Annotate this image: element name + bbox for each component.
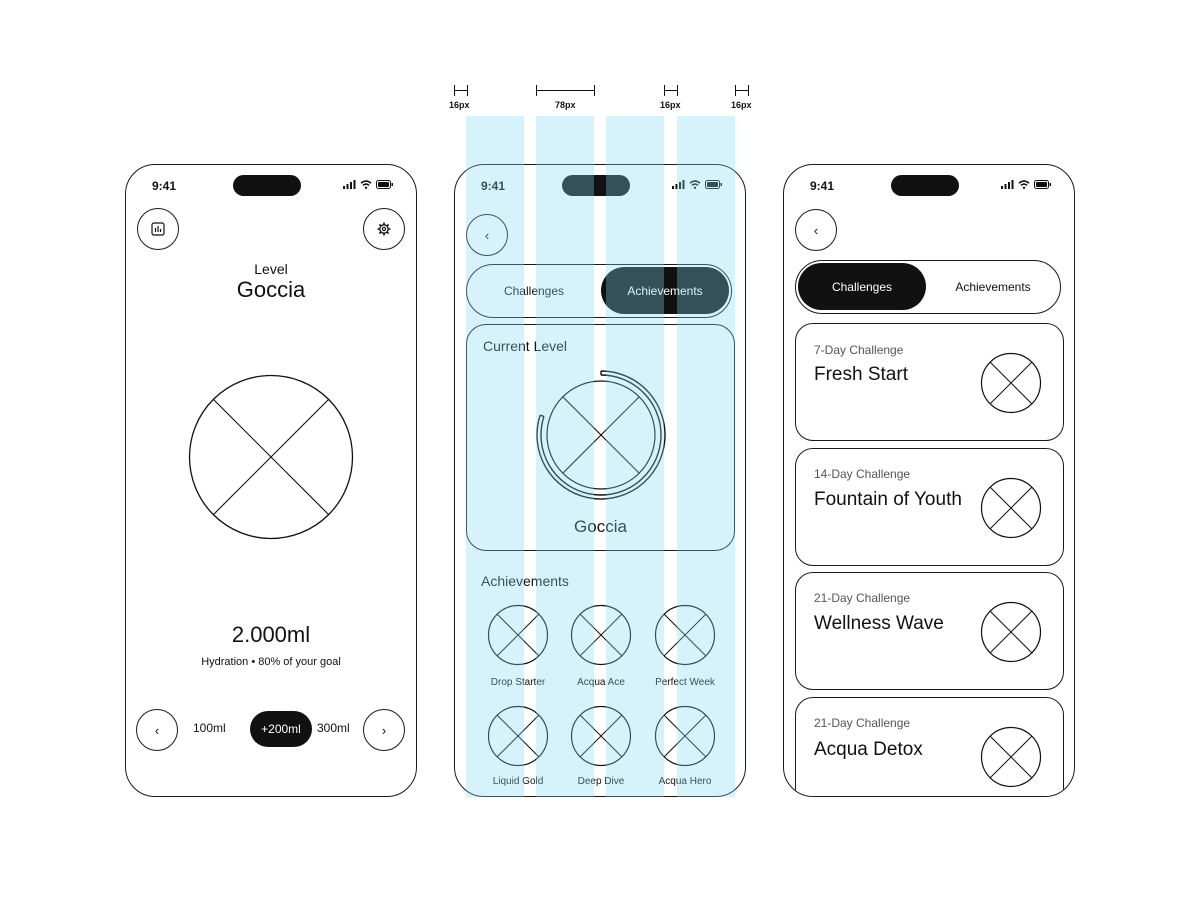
status-time: 9:41 xyxy=(152,179,177,193)
hydration-goal-text: Hydration • 80% of your goal xyxy=(201,656,341,668)
amount-selector: ‹ 100ml +200ml 300ml › xyxy=(136,709,406,751)
challenge-card[interactable]: 7-Day Challenge Fresh Start xyxy=(795,323,1064,441)
status-icons xyxy=(1001,180,1052,189)
measure-line xyxy=(664,90,677,91)
stats-button[interactable] xyxy=(137,208,179,250)
battery-icon xyxy=(1034,180,1051,189)
challenge-name: Acqua Detox xyxy=(814,739,923,760)
status-icons xyxy=(672,180,723,189)
achievements-title: Achievements xyxy=(481,573,569,589)
challenge-duration: 21-Day Challenge xyxy=(814,591,911,605)
measure-tick xyxy=(677,85,678,96)
wifi-icon xyxy=(689,180,701,189)
badge-liquid-gold-icon[interactable] xyxy=(487,705,549,767)
hydration-volume: 2.000ml xyxy=(231,622,311,647)
level-progress-ring xyxy=(536,370,666,500)
challenge-image-placeholder xyxy=(980,477,1042,539)
measure-line xyxy=(454,90,467,91)
badge-acqua-hero-icon[interactable] xyxy=(654,705,716,767)
status-time: 9:41 xyxy=(481,179,506,193)
gear-icon xyxy=(377,222,391,236)
level-image-placeholder xyxy=(188,374,354,540)
badge-label: Drop Starter xyxy=(490,677,546,688)
current-level-title: Current Level xyxy=(483,338,568,354)
dynamic-island xyxy=(233,175,301,196)
amount-option[interactable]: 300ml xyxy=(317,721,350,735)
challenge-image-placeholder xyxy=(980,601,1042,663)
challenge-card[interactable]: 21-Day Challenge Acqua Detox xyxy=(795,697,1064,796)
level-caption: Level xyxy=(254,261,288,277)
dynamic-island xyxy=(891,175,959,196)
prev-amount-button[interactable]: ‹ xyxy=(136,709,178,751)
challenge-name: Fresh Start xyxy=(814,364,908,385)
signal-icon xyxy=(1001,180,1014,189)
measure-line xyxy=(735,90,748,91)
gutter-measure-label: 16px xyxy=(660,100,681,110)
status-time: 9:41 xyxy=(810,179,835,193)
badge-label: Perfect Week xyxy=(655,677,715,688)
next-amount-button[interactable]: › xyxy=(363,709,405,751)
measure-tick xyxy=(748,85,749,96)
dynamic-island xyxy=(562,175,630,196)
challenge-name: Fountain of Youth xyxy=(814,489,962,510)
tab-achievements[interactable]: Achievements xyxy=(601,267,729,314)
tab-switcher: Challenges Achievements xyxy=(466,264,732,318)
challenge-duration: 21-Day Challenge xyxy=(814,716,911,730)
badge-deep-dive-icon[interactable] xyxy=(570,705,632,767)
tab-achievements[interactable]: Achievements xyxy=(955,279,1031,294)
badge-label: Acqua Ace xyxy=(577,677,625,688)
phone-achievements-screen: 9:41 ‹ Challenges Achievements Current L… xyxy=(454,164,746,797)
challenge-image-placeholder xyxy=(980,352,1042,414)
badge-perfect-week-icon[interactable] xyxy=(654,604,716,666)
phone-challenges-screen: 9:41 ‹ Challenges Achievements 7-Day Cha… xyxy=(783,164,1075,797)
badge-label: Acqua Hero xyxy=(658,776,712,787)
gutter-measure-label: 16px xyxy=(449,100,470,110)
current-level-name: Goccia xyxy=(574,517,627,536)
challenge-card[interactable]: 21-Day Challenge Wellness Wave xyxy=(795,572,1064,690)
challenge-name: Wellness Wave xyxy=(814,613,944,634)
tab-challenges[interactable]: Challenges xyxy=(503,283,565,298)
badge-label: Liquid Gold xyxy=(492,776,544,787)
challenge-duration: 7-Day Challenge xyxy=(814,343,904,357)
measure-tick xyxy=(594,85,595,96)
column-measure-label: 78px xyxy=(555,100,576,110)
back-button[interactable]: ‹ xyxy=(466,214,508,256)
badge-label: Deep Dive xyxy=(577,776,625,787)
settings-button[interactable] xyxy=(363,208,405,250)
phone-home-screen: 9:41 Level Goccia 2.000ml Hydration • 80… xyxy=(125,164,417,797)
measure-line xyxy=(536,90,594,91)
bar-chart-icon xyxy=(151,222,165,236)
challenge-duration: 14-Day Challenge xyxy=(814,467,911,481)
amount-option-selected[interactable]: +200ml xyxy=(250,711,312,747)
challenge-card[interactable]: 14-Day Challenge Fountain of Youth xyxy=(795,448,1064,566)
wifi-icon xyxy=(1018,180,1030,189)
wifi-icon xyxy=(360,180,372,189)
signal-icon xyxy=(672,180,685,189)
back-button[interactable]: ‹ xyxy=(795,209,837,251)
badge-acqua-ace-icon[interactable] xyxy=(570,604,632,666)
current-level-card: Current Level Goccia xyxy=(466,324,735,551)
battery-icon xyxy=(705,180,722,189)
measure-tick xyxy=(467,85,468,96)
amount-option[interactable]: 100ml xyxy=(193,721,226,735)
status-icons xyxy=(343,180,394,189)
tab-challenges[interactable]: Challenges xyxy=(798,263,926,310)
challenge-image-placeholder xyxy=(980,726,1042,788)
tab-switcher: Challenges Achievements xyxy=(795,260,1061,314)
level-name: Goccia xyxy=(236,277,306,302)
signal-icon xyxy=(343,180,356,189)
battery-icon xyxy=(376,180,393,189)
badge-drop-starter-icon[interactable] xyxy=(487,604,549,666)
margin-measure-label: 16px xyxy=(731,100,752,110)
